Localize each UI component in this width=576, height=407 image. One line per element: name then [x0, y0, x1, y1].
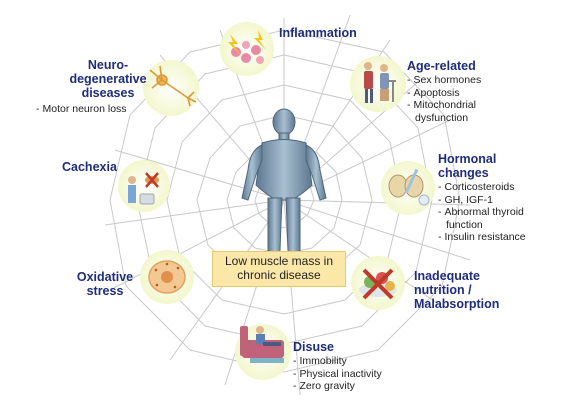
list-item: -GH, IGF-1 [438, 193, 493, 206]
center-label-box: Low muscle mass in chronic disease [212, 251, 346, 287]
list-item: function [446, 218, 483, 231]
age-related-list: -Sex hormones -Apoptosis -Mitochondrial … [407, 74, 481, 124]
age-related-icon [364, 62, 396, 103]
disuse-list: -Immobility -Physical inactivity -Zero g… [293, 355, 382, 393]
list-item: -Immobility [293, 355, 347, 367]
human-body-figure [241, 108, 327, 276]
list-item: -Insulin resistance [438, 231, 526, 243]
inflammation-bubble [220, 22, 274, 76]
list-item: -Abnormal thyroid [438, 206, 524, 218]
list-item: -Zero gravity [293, 380, 355, 392]
nutrition-title: Inadequate nutrition / Malabsorption [414, 269, 500, 311]
cachexia-title: Cachexia [62, 160, 117, 174]
list-item: dysfunction [415, 111, 469, 124]
disuse-icon [240, 326, 284, 363]
center-label-line1: Low muscle mass in [224, 254, 334, 268]
list-item: -Apoptosis [407, 86, 460, 99]
age-related-title: Age-related [407, 59, 476, 73]
hormonal-title: Hormonal changes [438, 152, 497, 180]
inflammation-title: Inflammation [279, 26, 357, 40]
list-item: -Mitochondrial [407, 99, 476, 111]
neuro-bubble [143, 60, 199, 116]
neuro-title: Neuro- degenerative diseases [69, 58, 147, 100]
neuro-list: -Motor neuron loss [36, 103, 127, 116]
list-item: -Motor neuron loss [36, 103, 127, 115]
center-label-line2: chronic disease [237, 268, 321, 282]
list-item: -Sex hormones [407, 74, 482, 86]
inflammation-icon [228, 30, 266, 64]
cachexia-icon [128, 172, 159, 205]
age-related-bubble [350, 56, 406, 112]
disuse-title: Disuse [293, 340, 334, 354]
hormonal-list: -Corticosteroids -GH, IGF-1 -Abnormal th… [438, 181, 526, 244]
list-item: -Corticosteroids [438, 181, 515, 193]
oxidative-stress-title: Oxidative stress [76, 270, 134, 298]
oxidative-stress-icon [148, 260, 186, 294]
neuron-icon [149, 65, 197, 107]
nutrition-icon [359, 268, 397, 300]
list-item: -Physical inactivity [293, 367, 382, 380]
hormonal-icon [388, 168, 430, 206]
